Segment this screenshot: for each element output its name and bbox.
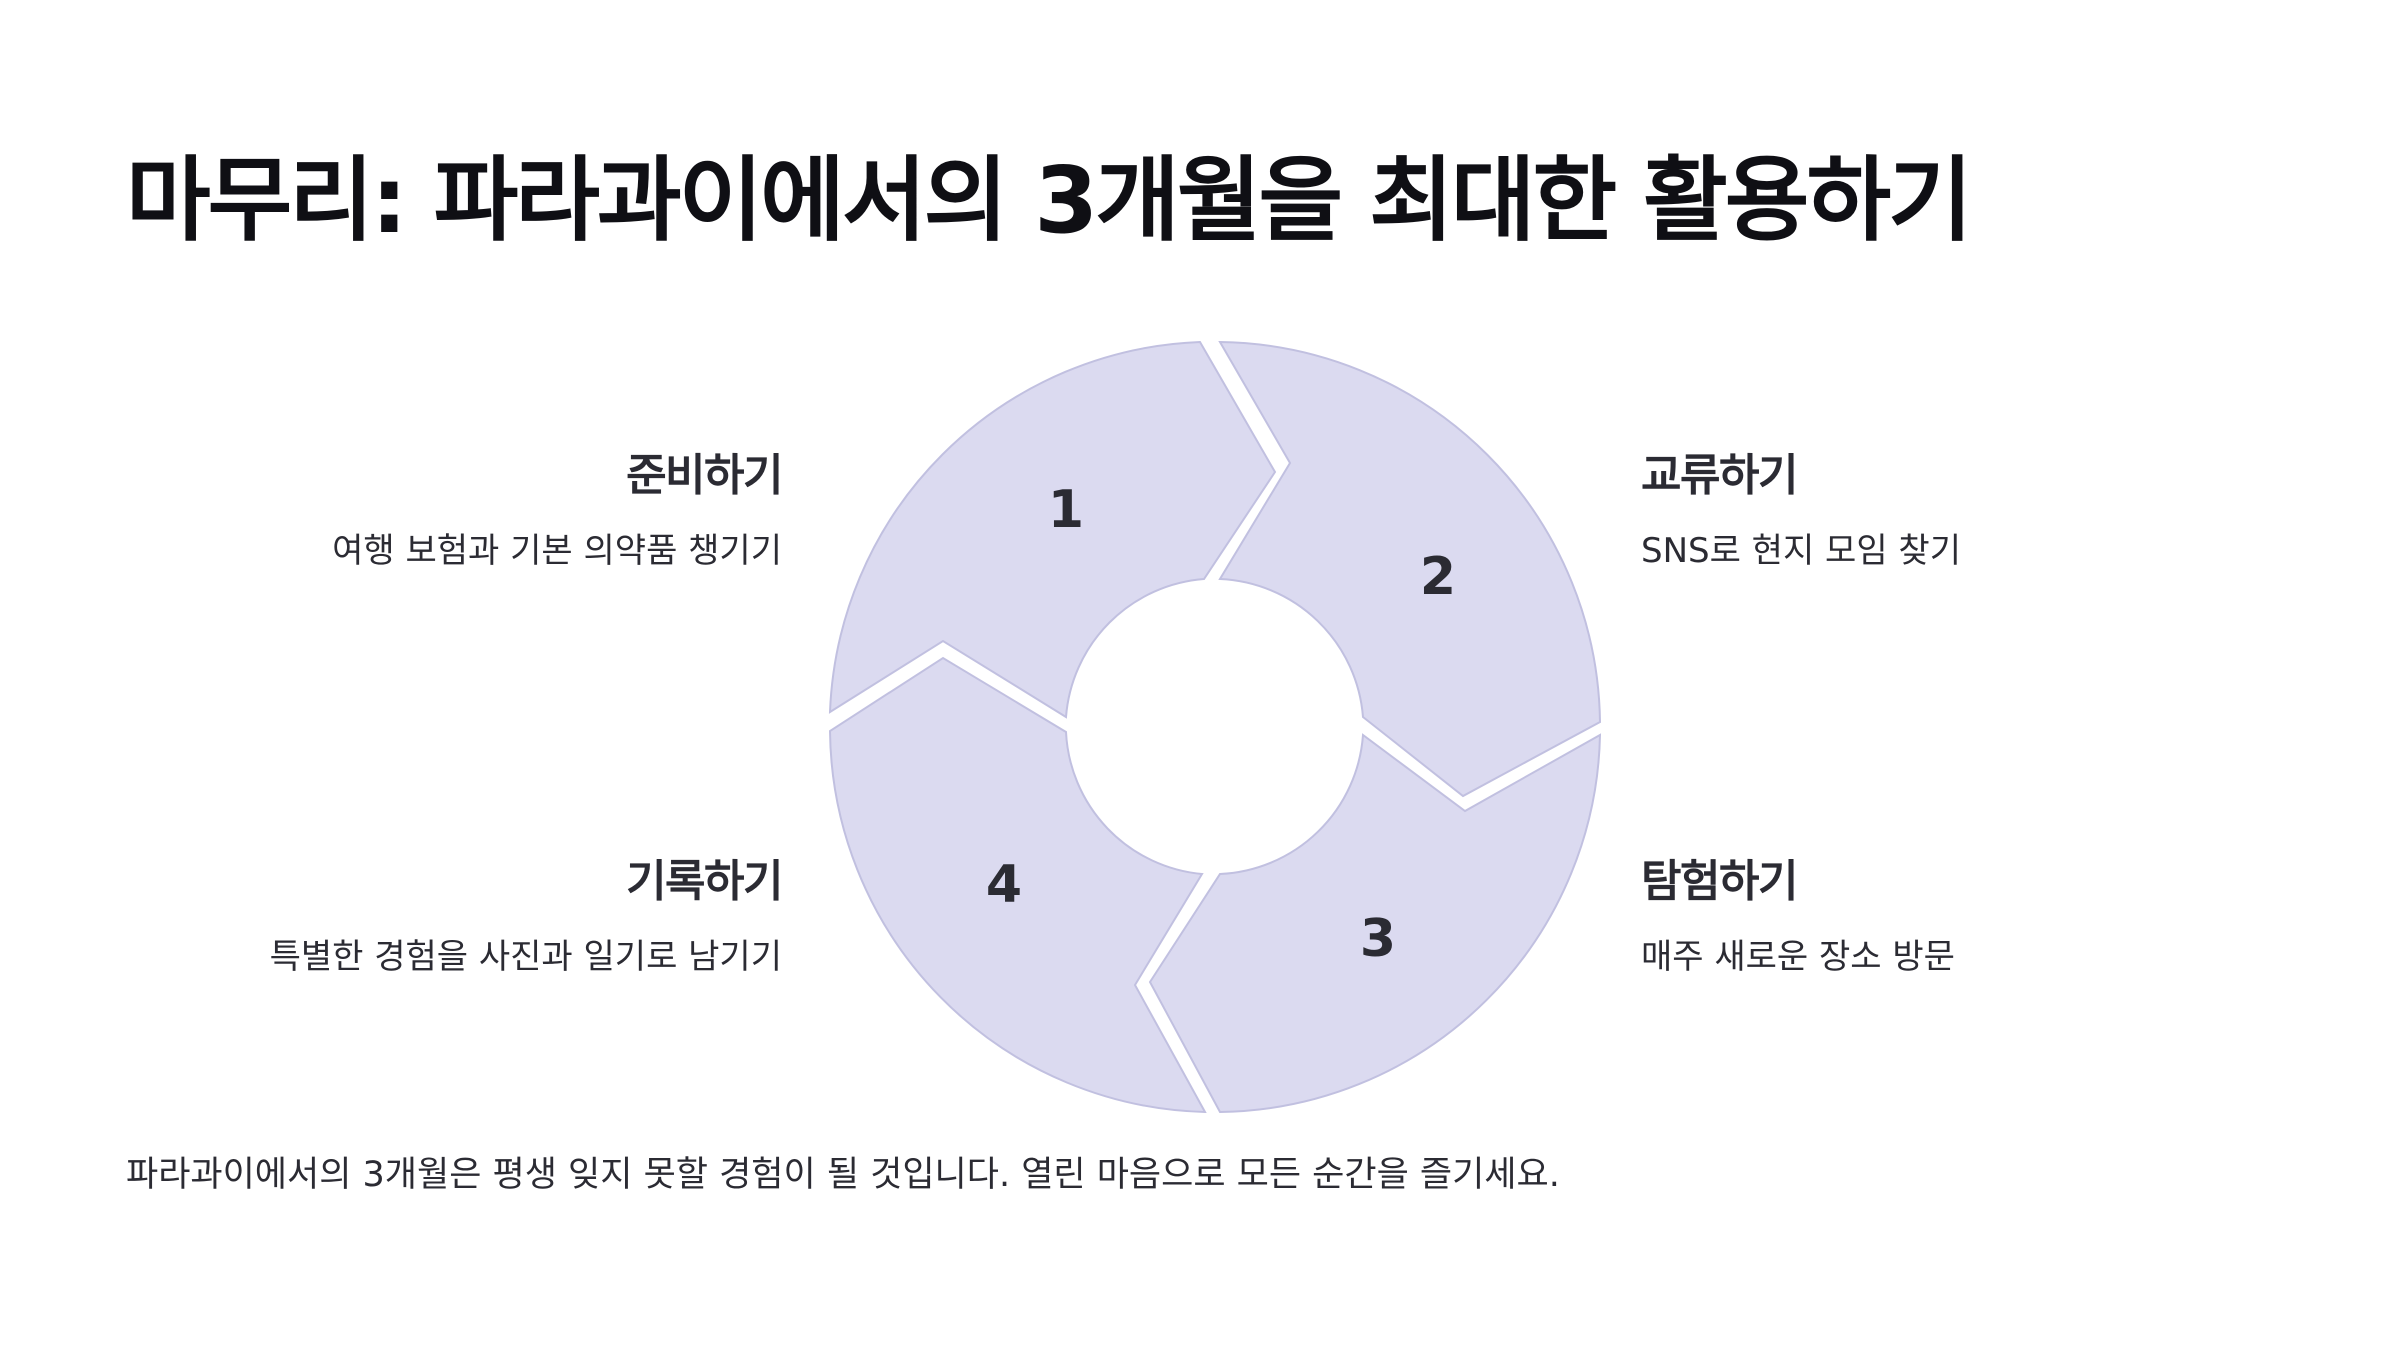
- cycle-diagram: 1 2 3 4: [820, 332, 1610, 1122]
- step-prepare: 준비하기 여행 보험과 기본 의약품 챙기기: [262, 450, 783, 573]
- step-record: 기록하기 특별한 경험을 사진과 일기로 남기기: [262, 856, 784, 979]
- step-description: SNS로 현지 모임 찾기: [1641, 530, 1961, 571]
- step-description: 여행 보험과 기본 의약품 챙기기: [332, 530, 782, 571]
- cycle-number-4: 4: [986, 855, 1022, 915]
- step-title: 탐험하기: [1641, 856, 1798, 907]
- page-title: 마무리: 파라과이에서의 3개월을 최대한 활용하기: [126, 147, 1973, 254]
- closing-message: 파라과이에서의 3개월은 평생 잊지 못할 경험이 될 것입니다. 열린 마음으…: [126, 1155, 1560, 1195]
- cycle-segment-3: [1148, 733, 1602, 1114]
- cycle-svg: 1 2 3 4: [828, 340, 1602, 1114]
- step-explore: 탐험하기 매주 새로운 장소 방문: [1641, 856, 2161, 979]
- step-title: 준비하기: [626, 450, 783, 501]
- step-description: 매주 새로운 장소 방문: [1641, 936, 1955, 977]
- cycle-segment-1: [828, 340, 1277, 719]
- cycle-number-3: 3: [1360, 909, 1396, 969]
- step-description: 특별한 경험을 사진과 일기로 남기기: [269, 936, 782, 977]
- step-title: 교류하기: [1641, 450, 1798, 501]
- cycle-segment-2: [1218, 340, 1602, 798]
- cycle-segment-4: [828, 656, 1207, 1114]
- cycle-number-1: 1: [1048, 480, 1084, 540]
- cycle-number-2: 2: [1420, 547, 1456, 607]
- step-title: 기록하기: [626, 856, 783, 907]
- step-connect: 교류하기 SNS로 현지 모임 찾기: [1641, 450, 2161, 573]
